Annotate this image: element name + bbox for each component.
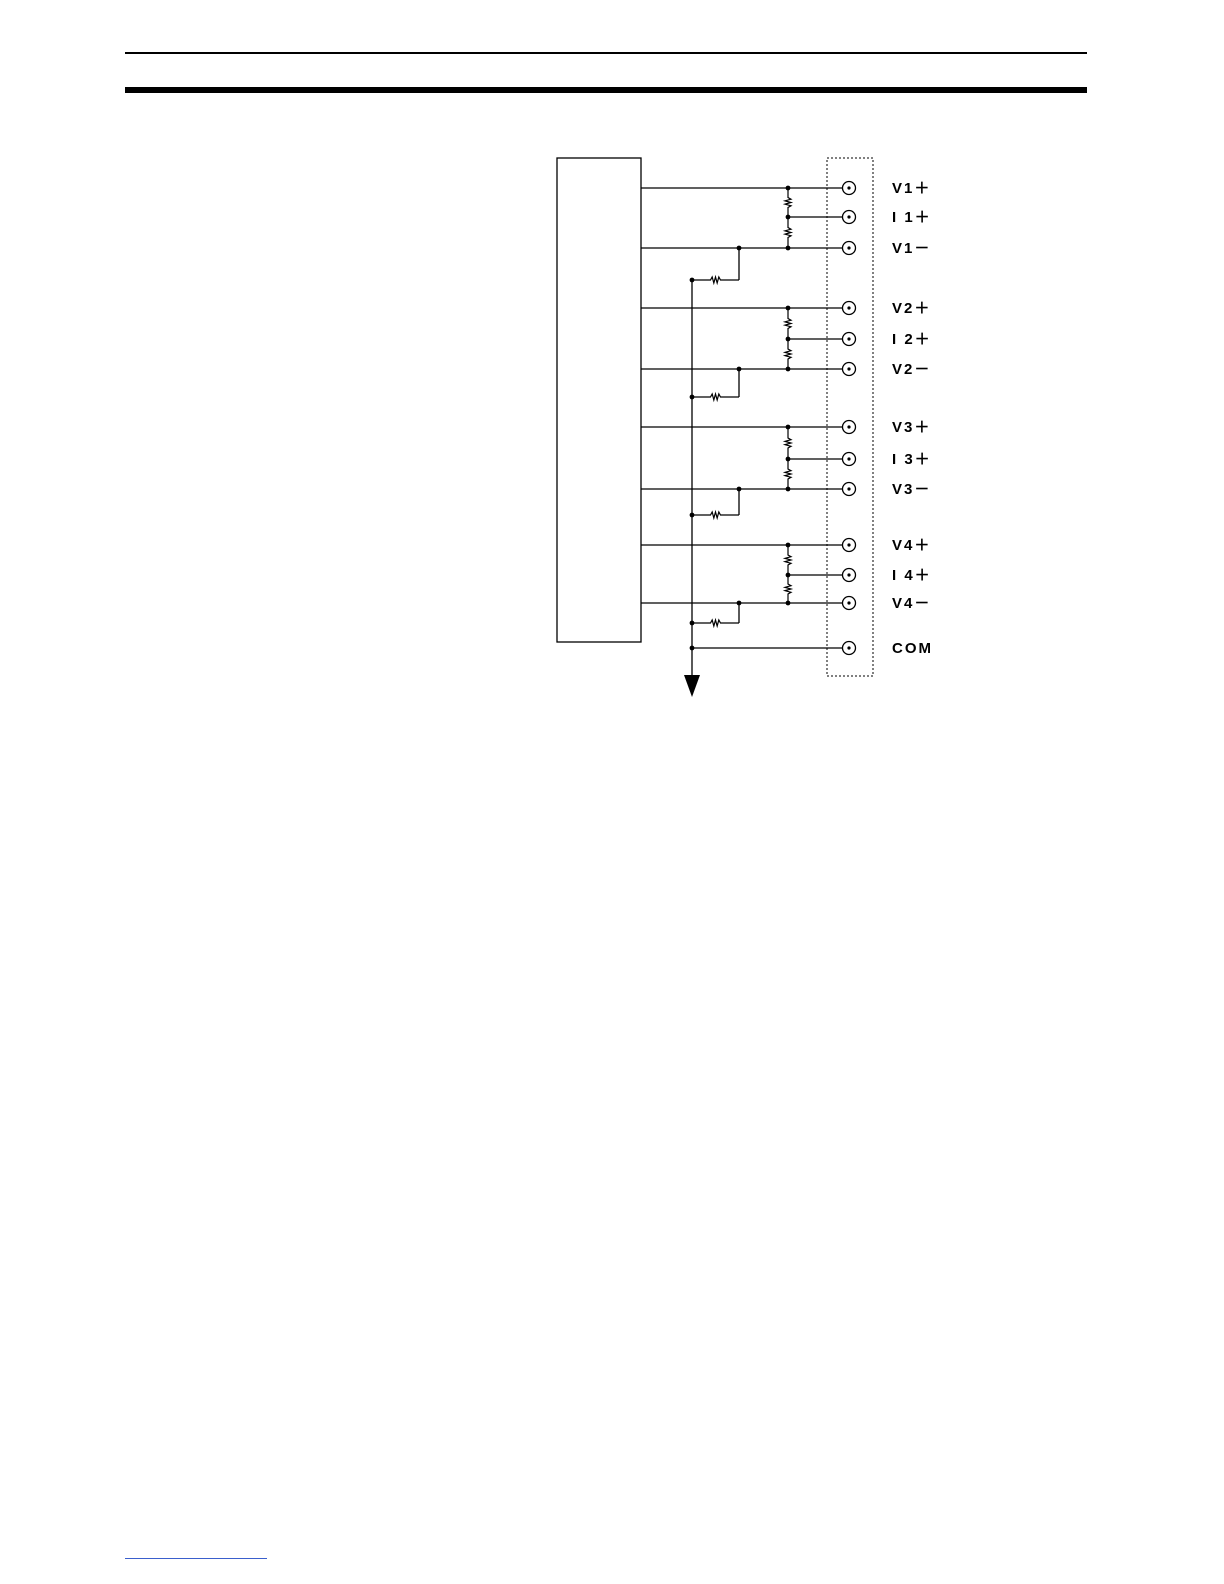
terminal-screw-icon: [843, 211, 856, 224]
terminal-screw-icon: [843, 242, 856, 255]
resistor-icon: [692, 394, 739, 400]
terminal-label-v4m: V4－: [892, 595, 931, 612]
terminal-label-v1p: V1＋: [892, 180, 931, 197]
terminal-label-i2p: I 2＋: [892, 331, 932, 348]
resistor-icon: [692, 512, 739, 518]
resistor-icon: [785, 545, 791, 575]
terminal-label-com: COM: [892, 640, 933, 657]
junction-dot: [690, 646, 695, 651]
terminal-screw-icon: [843, 333, 856, 346]
terminal-label-i4p: I 4＋: [892, 567, 932, 584]
junction-dot: [690, 395, 695, 400]
terminal-label-i3p: I 3＋: [892, 451, 932, 468]
terminal-screw-icon: [843, 421, 856, 434]
terminal-screw-icon: [843, 642, 856, 655]
terminal-label-v4p: V4＋: [892, 537, 931, 554]
junction-dot: [737, 487, 742, 492]
terminal-label-i1p: I 1＋: [892, 209, 932, 226]
junction-dot: [786, 337, 791, 342]
junction-dot: [786, 573, 791, 578]
terminal-label-v1m: V1－: [892, 240, 931, 257]
terminal-label-v3p: V3＋: [892, 419, 931, 436]
junction-dot: [690, 278, 695, 283]
terminal-screw-icon: [843, 453, 856, 466]
terminal-screw-icon: [843, 597, 856, 610]
resistor-icon: [692, 277, 739, 283]
junction-dot: [786, 246, 791, 251]
junction-dot: [786, 457, 791, 462]
junction-dot: [786, 425, 791, 430]
junction-dot: [737, 367, 742, 372]
terminal-screw-icon: [843, 483, 856, 496]
resistor-icon: [785, 217, 791, 248]
junction-dot: [786, 601, 791, 606]
junction-dot: [786, 543, 791, 548]
terminal-screw-icon: [843, 363, 856, 376]
ground-arrow-icon: [684, 675, 700, 697]
terminal-screw-icon: [843, 539, 856, 552]
terminal-label-v2m: V2－: [892, 361, 931, 378]
terminal-screw-icon: [843, 302, 856, 315]
junction-dot: [786, 306, 791, 311]
resistor-icon: [785, 339, 791, 369]
terminal-label-v3m: V3－: [892, 481, 931, 498]
junction-dot: [786, 487, 791, 492]
internal-circuit-block: [557, 158, 641, 642]
resistor-icon: [785, 188, 791, 217]
resistor-icon: [785, 427, 791, 459]
junction-dot: [690, 513, 695, 518]
resistor-icon: [785, 575, 791, 603]
junction-dot: [737, 246, 742, 251]
junction-dot: [737, 601, 742, 606]
terminal-screw-icon: [843, 182, 856, 195]
resistor-icon: [785, 308, 791, 339]
junction-dot: [786, 215, 791, 220]
resistor-icon: [692, 620, 739, 626]
junction-dot: [786, 367, 791, 372]
junction-dot: [690, 621, 695, 626]
junction-dot: [786, 186, 791, 191]
terminal-label-v2p: V2＋: [892, 300, 931, 317]
footer-link-underline[interactable]: [125, 1558, 267, 1559]
resistor-icon: [785, 459, 791, 489]
terminal-screw-icon: [843, 569, 856, 582]
